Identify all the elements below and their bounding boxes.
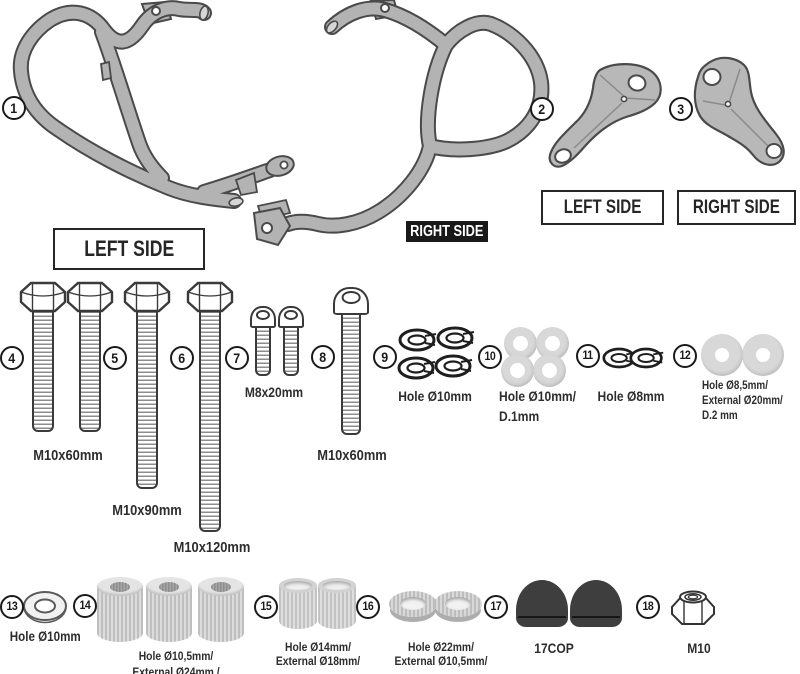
- left-side-label-main: LEFT SIDE: [53, 228, 205, 270]
- bolt-shaft: [32, 309, 54, 432]
- knurled-spacer: [97, 577, 143, 643]
- part-13-label: Hole Ø10mm: [9, 629, 81, 644]
- crashbar-left-illustration: [12, 0, 295, 209]
- part-14-marker: 14: [73, 594, 97, 618]
- spring-washer: [629, 347, 665, 369]
- part-15-marker: 15: [254, 595, 278, 619]
- part-1-marker: 1: [2, 96, 26, 120]
- hex-bolt-m10x120: [186, 281, 234, 532]
- washer-illustration: [23, 591, 67, 624]
- hex-bolt-head: [186, 281, 234, 313]
- part-7-marker: 7: [225, 346, 249, 370]
- flat-washer: [501, 354, 534, 387]
- rubber-cap: [516, 580, 568, 627]
- bolt-shaft: [341, 311, 361, 435]
- part-8-marker: 8: [311, 345, 335, 369]
- part-11-marker: 11: [576, 344, 600, 368]
- socket-screw-head: [278, 306, 304, 328]
- socket-bolt-m10x60: [333, 287, 369, 435]
- part-5-marker: 5: [103, 346, 127, 370]
- hex-bolt-head: [19, 281, 67, 313]
- part-17-label: 17COP: [534, 640, 574, 656]
- part-12-label: Hole Ø8,5mm/External Ø20mm/D.2 mm: [702, 380, 783, 422]
- part-7-label: M8x20mm: [244, 384, 304, 400]
- part-16-label: Hole Ø22mm/External Ø10,5mm/: [394, 640, 488, 668]
- hex-bolt-head: [66, 281, 114, 313]
- part-13-marker: 13: [0, 595, 24, 619]
- part-12-marker: 12: [673, 344, 697, 368]
- part-10-marker: 10: [478, 345, 502, 369]
- part-18-marker: 18: [636, 595, 660, 619]
- bolt-shaft: [283, 324, 299, 376]
- part-8-label: M10x60mm: [317, 447, 387, 464]
- part-15-label: Hole Ø14mm/External Ø18mm/: [275, 640, 361, 668]
- right-side-label-bracket: RIGHT SIDE: [677, 190, 796, 225]
- bolt-shaft: [136, 309, 158, 489]
- socket-screw-head: [333, 287, 369, 315]
- bolt-shaft: [199, 309, 221, 532]
- part-6-marker: 6: [170, 346, 194, 370]
- hex-bolt-head: [123, 281, 171, 313]
- bracket-left-illustration: [548, 63, 662, 168]
- knurled-spacer: [146, 577, 192, 643]
- spring-washer: [436, 326, 476, 350]
- part-9-label: Hole Ø10mm: [398, 388, 472, 404]
- part-16-marker: 16: [356, 595, 380, 619]
- socket-screw-m8x20-a: [250, 306, 276, 376]
- part-10-label: Hole Ø10mm/D.1mm: [499, 388, 576, 424]
- knurled-tube-spacer: [279, 578, 317, 630]
- flat-washer: [533, 354, 566, 387]
- knurled-ring-washer: [389, 591, 437, 627]
- part-2-marker: 2: [530, 97, 554, 121]
- hex-bolt-m10x60-a: [19, 281, 67, 432]
- flat-washer-large: [701, 334, 743, 376]
- flat-washer-large: [742, 334, 784, 376]
- bracket-right-illustration: [693, 56, 785, 166]
- right-side-label-main: RIGHT SIDE: [406, 221, 488, 242]
- part-17-marker: 17: [484, 595, 508, 619]
- part-9-marker: 9: [373, 345, 397, 369]
- spring-washer: [434, 354, 474, 378]
- socket-screw-head: [250, 306, 276, 328]
- part-14-label: Hole Ø10,5mm/External Ø24mm /: [132, 649, 220, 674]
- spring-washer: [398, 328, 438, 352]
- crashbar-right-illustration: [252, 0, 550, 247]
- part-4-marker: 4: [0, 346, 24, 370]
- knurled-ring-washer: [434, 591, 482, 627]
- part-18-label: M10: [687, 640, 711, 656]
- part-11-label: Hole Ø8mm: [597, 388, 665, 404]
- knurled-spacer: [198, 577, 244, 643]
- bolt-shaft: [79, 309, 101, 432]
- part-5-label: M10x90mm: [112, 502, 182, 519]
- left-side-label-bracket: LEFT SIDE: [541, 190, 664, 225]
- rubber-cap: [570, 580, 622, 627]
- spring-washer: [397, 356, 437, 380]
- part-4-label: M10x60mm: [33, 447, 103, 464]
- hex-bolt-m10x90: [123, 281, 171, 489]
- knurled-tube-spacer: [318, 578, 356, 630]
- part-6-label: M10x120mm: [173, 539, 251, 556]
- part-3-marker: 3: [669, 97, 693, 121]
- hex-bolt-m10x60-b: [66, 281, 114, 432]
- nut-illustration: [671, 590, 715, 625]
- bolt-shaft: [255, 324, 271, 376]
- socket-screw-m8x20-b: [278, 306, 304, 376]
